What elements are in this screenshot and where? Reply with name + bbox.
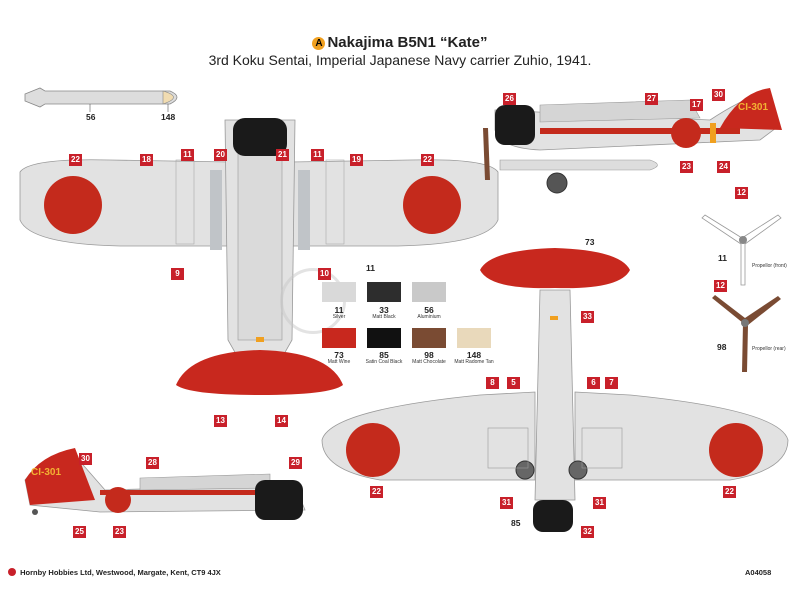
underside-view-aircraft (321, 248, 789, 532)
swatch-98 (412, 328, 446, 348)
callout-26: 26 (503, 93, 516, 105)
torpedo-148-label: 148 (161, 112, 176, 122)
swatch-73-name: Matt Wine (327, 359, 351, 365)
callout-13: 13 (214, 415, 227, 427)
swatch-85-number: 85 (379, 350, 389, 360)
callout-10: 10 (318, 268, 331, 280)
propeller-front-label: Propellor (front) (752, 263, 787, 269)
callout-11: 11 (311, 149, 324, 161)
callout-12: 12 (735, 187, 748, 199)
torpedo-56-label: 56 (86, 112, 96, 122)
swatch-148-number: 148 (466, 350, 482, 360)
scheme-badge: A (312, 37, 326, 50)
callout-25: 25 (73, 526, 86, 538)
side-view-aircraft-left (24, 448, 306, 520)
callout-17: 17 (690, 99, 703, 111)
callout-9: 9 (171, 268, 184, 280)
callout-18: 18 (140, 154, 153, 166)
tail-code-left: CI-301 (31, 467, 62, 478)
callout-27: 27 (645, 93, 658, 105)
callout-19: 19 (350, 154, 363, 166)
callout-21: 21 (276, 149, 289, 161)
swatch-33-number: 33 (379, 305, 389, 315)
tail-code-right: CI-301 (738, 102, 769, 113)
swatch-148 (457, 328, 491, 348)
swatch-56 (412, 282, 446, 302)
side-view-aircraft-right (483, 88, 782, 194)
swatch-33 (367, 282, 401, 302)
callout-31: 31 (500, 497, 513, 509)
rear-propeller-drawing (712, 295, 781, 372)
hornby-logo-icon (8, 568, 16, 576)
swatch-56-name: Aluminium (417, 314, 441, 320)
propeller-rear-label: Propellor (rear) (752, 346, 786, 352)
callout-30: 30 (79, 453, 92, 465)
front-propeller-drawing (701, 214, 782, 286)
callout-8: 8 (486, 377, 499, 389)
tail-73-label: 73 (585, 237, 595, 247)
callout-22: 22 (69, 154, 82, 166)
swatch-98-name: Matt Chocolate (412, 359, 446, 365)
callout-22: 22 (723, 486, 736, 498)
callout-6: 6 (587, 377, 600, 389)
torpedo-drawing (24, 87, 178, 112)
callout-31: 31 (593, 497, 606, 509)
callout-24: 24 (717, 161, 730, 173)
callout-23: 23 (113, 526, 126, 538)
callout-22: 22 (370, 486, 383, 498)
wing-11-label: 11 (366, 263, 375, 273)
swatch-73-number: 73 (334, 350, 344, 360)
swatch-11-number: 11 (334, 305, 344, 315)
aircraft-name: Nakajima B5N1 “Kate” (327, 34, 488, 51)
swatch-73 (322, 328, 356, 348)
footer-code: A04058 (745, 568, 772, 577)
callout-30: 30 (712, 89, 725, 101)
callout-11: 11 (181, 149, 194, 161)
swatch-98-number: 98 (424, 350, 434, 360)
swatch-148-name: Matt Radome Tan (454, 359, 494, 365)
swatch-85-name: Satin Coal Black (365, 359, 403, 365)
callout-23: 23 (680, 161, 693, 173)
swatch-56-number: 56 (424, 305, 434, 315)
callout-20: 20 (214, 149, 227, 161)
callout-7: 7 (605, 377, 618, 389)
swatch-11-name: Silver (332, 314, 346, 320)
prop-11-label: 11 (718, 253, 727, 263)
top-view-aircraft (19, 118, 499, 395)
nose-85-label: 85 (511, 518, 521, 528)
company-address: Hornby Hobbies Ltd, Westwood, Margate, K… (20, 568, 221, 577)
callout-22: 22 (421, 154, 434, 166)
callout-28: 28 (146, 457, 159, 469)
footer-company: Hornby Hobbies Ltd, Westwood, Margate, K… (8, 568, 221, 577)
callout-14: 14 (275, 415, 288, 427)
swatch-33-name: Matt Black (372, 314, 396, 320)
callout-33: 33 (581, 311, 594, 323)
callout-29: 29 (289, 457, 302, 469)
callout-12: 12 (714, 280, 727, 292)
swatch-11 (322, 282, 356, 302)
swatch-85 (367, 328, 401, 348)
prop-98-label: 98 (717, 342, 727, 352)
page-subtitle: 3rd Koku Sentai, Imperial Japanese Navy … (208, 52, 592, 68)
callout-32: 32 (581, 526, 594, 538)
callout-5: 5 (507, 377, 520, 389)
